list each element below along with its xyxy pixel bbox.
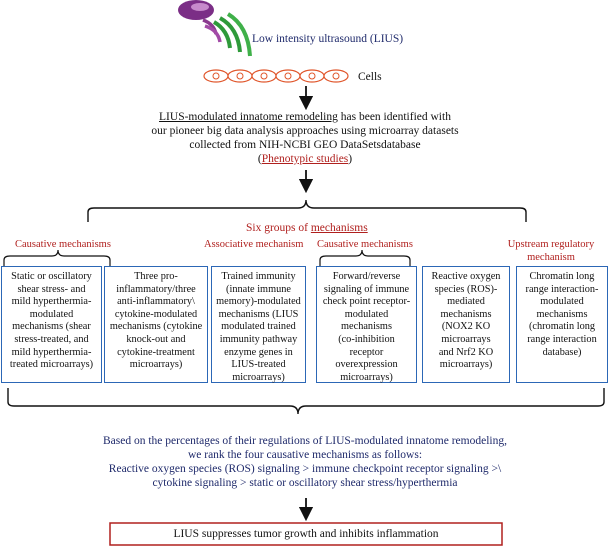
cell-shape xyxy=(251,69,277,83)
cell-shape xyxy=(203,69,229,83)
mechanism-line: shear stress- and xyxy=(17,283,86,295)
mechanism-line: microarrays) xyxy=(129,359,183,371)
cell-nucleus xyxy=(284,72,292,80)
ultrasound-icon xyxy=(178,0,252,57)
mechanism-line: and Nrf2 KO xyxy=(438,346,494,358)
mechanism-line: mild hyperthermia- xyxy=(11,296,92,308)
mechanism-line: Static or oscillatory xyxy=(11,271,92,282)
summary-text: LIUS-modulated innatome remodeling has b… xyxy=(151,111,459,165)
brace-causative-left xyxy=(3,249,111,266)
causative-label-left: Causative mechanisms xyxy=(15,239,111,250)
cell-shape xyxy=(323,69,349,83)
mechanism-line: immunity pathway xyxy=(219,333,298,345)
summary-underline: LIUS-modulated innatome remodeling xyxy=(159,111,338,123)
mechanism-line: database) xyxy=(542,346,582,358)
mechanism-line: anti-inflammatory\ xyxy=(117,296,195,308)
cell-nucleus xyxy=(260,72,268,80)
mechanism-line: enzyme genes in xyxy=(224,346,293,358)
mechanism-line: modulated xyxy=(540,296,584,308)
mechanism-line: mild hyperthermia- xyxy=(11,346,92,358)
mechanism-line: signaling of immune xyxy=(323,283,410,295)
mechanism-line: check point receptor- xyxy=(322,296,411,308)
mechanism-line: mechanisms xyxy=(440,308,492,320)
mechanism-line: mechanisms (LIUS xyxy=(218,308,299,320)
cell-nucleus xyxy=(236,72,244,80)
mechanism-line: Chromatin long xyxy=(529,271,595,282)
mechanism-line: range interaction xyxy=(527,333,597,345)
six-groups-title: Six groups of mechanisms xyxy=(246,222,368,234)
phenotypic-studies: Phenotypic studies xyxy=(261,153,349,165)
mechanism-line: mediated xyxy=(447,296,485,308)
brace-six-groups xyxy=(87,199,527,222)
mechanism-line: cytokine-treatment xyxy=(117,346,195,358)
mechanism-line: mechanisms (cytokine xyxy=(109,321,203,333)
mechanism-line: stress-treated, and xyxy=(14,333,89,345)
cell-nucleus xyxy=(332,72,340,80)
mechanism-line: cytokine-modulated xyxy=(114,308,198,320)
mechanism-line: mechanisms xyxy=(536,308,588,320)
mechanism-line: microarrays) xyxy=(340,371,393,383)
cell-nucleus xyxy=(308,72,316,80)
mechanism-line: modulated xyxy=(29,308,74,320)
upstream-label: Upstream regulatory mechanism xyxy=(507,239,595,263)
mechanism-line: (chromatin long xyxy=(528,321,596,333)
mechanism-line: Reactive oxygen xyxy=(431,271,501,282)
mechanism-line: treated microarrays) xyxy=(9,359,94,371)
associative-label: Associative mechanism xyxy=(204,239,304,250)
cell-shape xyxy=(227,69,253,83)
cells-label: Cells xyxy=(358,71,382,83)
ranking-text: Based on the percentages of their regula… xyxy=(103,435,507,489)
mechanism-line: Three pro- xyxy=(134,271,178,282)
mechanism-line: modulated trained xyxy=(221,321,296,333)
cell-row xyxy=(203,69,349,83)
mechanism-line: (innate immune xyxy=(226,283,291,295)
mechanism-line: (co-inhibition xyxy=(338,333,395,345)
mechanism-line: memory)-modulated xyxy=(216,296,301,308)
mechanism-line: microarrays) xyxy=(439,359,493,371)
brace-bottom xyxy=(7,388,605,415)
mechanism-line: knock-out and xyxy=(126,333,186,345)
mechanism-line: modulated xyxy=(344,308,389,320)
mechanism-line: Trained immunity xyxy=(221,271,296,282)
cell-shape xyxy=(299,69,325,83)
mechanism-line: range interaction- xyxy=(525,283,599,295)
conclusion-text: LIUS suppresses tumor growth and inhibit… xyxy=(173,528,439,540)
mechanism-line: overexpression xyxy=(335,359,398,371)
mechanism-line: receptor xyxy=(349,346,384,358)
mechanism-line: (NOX2 KO xyxy=(441,321,491,333)
cell-nucleus xyxy=(212,72,220,80)
mechanism-line: microarrays xyxy=(441,333,491,345)
causative-label-right: Causative mechanisms xyxy=(317,239,413,250)
mechanism-line: LIUS-treated xyxy=(231,359,286,371)
mechanism-line: microarrays) xyxy=(232,371,285,383)
mechanism-line: inflammatory/three xyxy=(116,283,196,295)
cell-shape xyxy=(275,69,301,83)
mechanism-line: species (ROS)- xyxy=(434,283,498,295)
mechanism-line: Forward/reverse xyxy=(332,271,401,282)
brace-causative-right xyxy=(319,249,411,266)
mechanism-line: mechanisms (shear xyxy=(12,321,91,333)
conclusion-box xyxy=(109,522,503,546)
lius-label: Low intensity ultrasound (LIUS) xyxy=(252,33,404,45)
mechanism-line: mechanisms xyxy=(341,321,392,333)
